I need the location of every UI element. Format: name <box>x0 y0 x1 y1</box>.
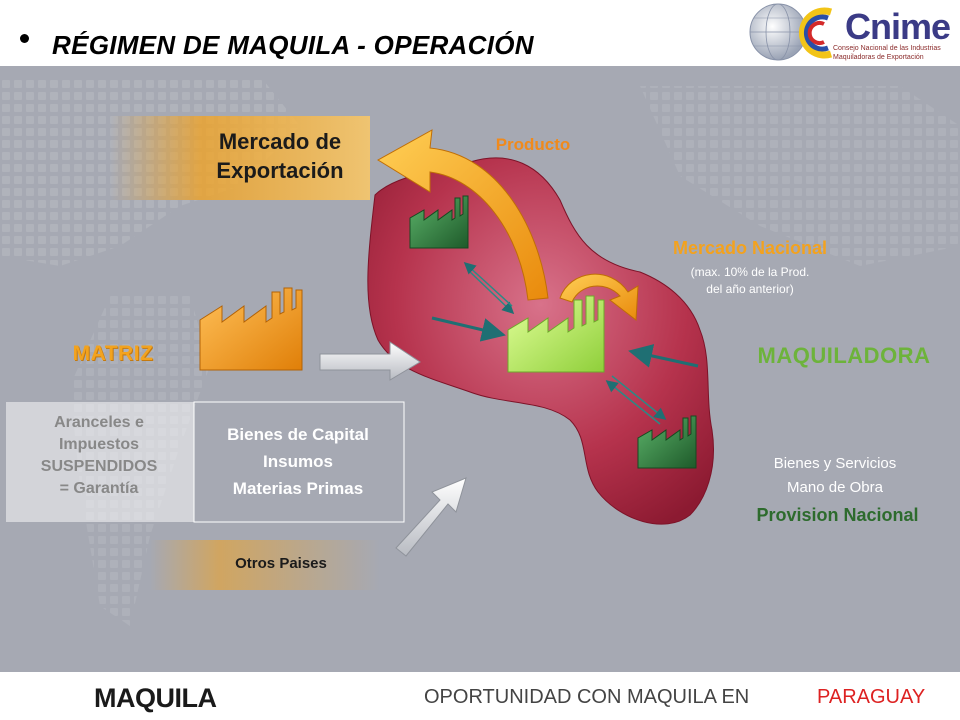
export-market-glow <box>110 116 370 200</box>
provision-flow-arrow <box>628 344 699 368</box>
mercado-nacional-label: Mercado Nacional <box>672 238 828 258</box>
logo-subtitle-line2: Maquiladoras de Exportación <box>833 54 924 61</box>
export-factory-icon <box>409 195 469 249</box>
flow-arrow <box>611 375 667 420</box>
bienes-text: Insumos <box>263 452 333 471</box>
maquiladora-label: MAQUILADORA <box>757 343 931 368</box>
mercado-nacional-note: (max. 10% de la Prod. <box>690 265 810 279</box>
logo-subtitle-line1: Consejo Nacional de las Industrias <box>833 45 941 52</box>
flow-arrow <box>605 380 661 425</box>
aranceles-box <box>6 402 194 522</box>
provision-nacional-label: Provision Nacional <box>756 505 919 525</box>
provider-factory-icon <box>637 415 697 469</box>
mercado-exportacion-label: Exportación <box>216 158 344 183</box>
cnime-logo <box>749 3 833 61</box>
title-bullet <box>20 34 29 43</box>
bienes-servicios-text: Mano de Obra <box>787 479 883 496</box>
flow-arrow <box>467 269 515 315</box>
bienes-box <box>193 401 405 523</box>
logo-word: Cnime <box>845 6 951 47</box>
aranceles-text: SUSPENDIDOS <box>40 458 158 475</box>
otros-paises-arrow <box>395 477 467 557</box>
aranceles-text: = Garantía <box>59 480 139 497</box>
matriz-inputs-arrow <box>319 341 421 381</box>
mercado-nacional-note: del año anterior) <box>706 282 794 296</box>
producto-label: Producto <box>495 135 571 154</box>
aranceles-text: Aranceles e <box>54 414 144 431</box>
footer-brand: MAQUILA <box>94 683 217 713</box>
otros-paises-label: Otros Paises <box>235 555 327 572</box>
matriz-factory-icon <box>199 287 303 371</box>
matriz-label: MATRIZ <box>72 342 154 365</box>
footer <box>0 672 960 720</box>
matriz-flow-arrow <box>431 316 506 342</box>
mercado-exportacion-label: Mercado de <box>218 129 342 154</box>
page-title: RÉGIMEN DE MAQUILA - OPERACIÓN <box>52 30 534 60</box>
mercado-nacional-arrow <box>559 273 639 321</box>
producto-arrow <box>377 129 549 301</box>
otros-paises-glow <box>150 540 380 590</box>
aranceles-text: Impuestos <box>58 436 139 453</box>
flow-arrow <box>463 261 513 307</box>
footer-tagline: OPORTUNIDAD CON MAQUILA EN <box>424 686 750 708</box>
footer-tagline-country: PARAGUAY <box>817 686 926 708</box>
bienes-servicios-text: Bienes y Servicios <box>773 455 897 472</box>
maquiladora-factory-icon <box>507 295 605 373</box>
bienes-text: Bienes de Capital <box>227 425 369 444</box>
bienes-text: Materias Primas <box>232 479 364 498</box>
